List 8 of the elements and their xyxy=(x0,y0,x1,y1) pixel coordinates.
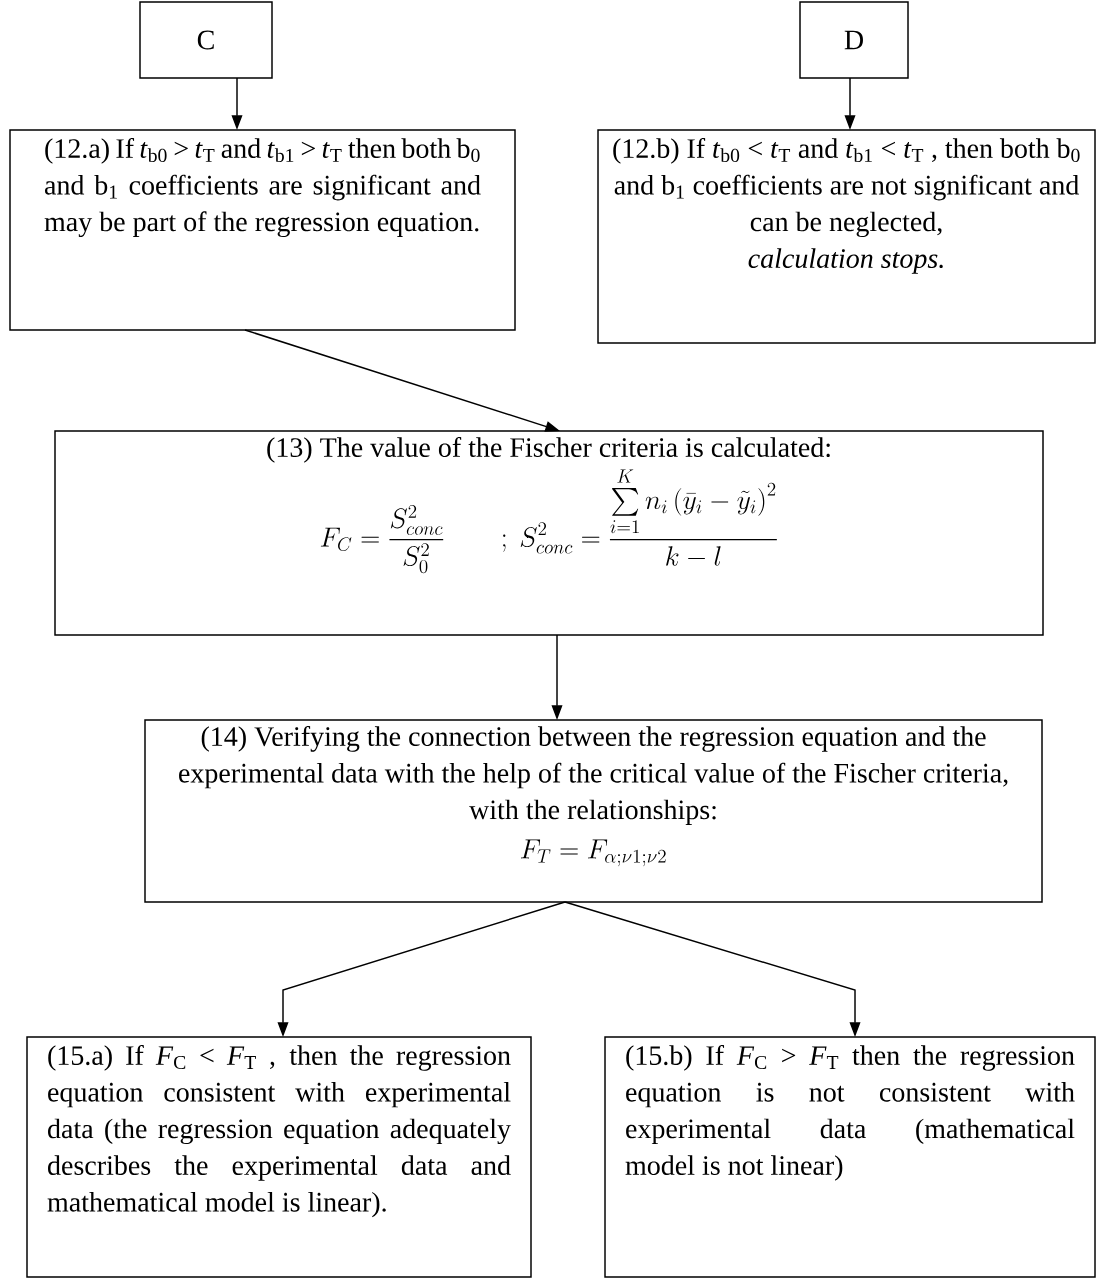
result-box: (15.a) If F$_{C}$ < F$_{T}$ , then the regression equation consistent with experimental data (the regression equation adequately describes the experimental data and mathematical model is linear). xyxy=(26,1036,532,1278)
process-box: (13) The value of the Fischer criteria is calculated: $F_C = \frac{S^2_{conc}}{S^2_0} \qquad ;\ S^2_{conc} = \frac{\sum\limits_{i=1}^{K} n_i\left(\bar{y}_i - \tilde{y}_i\right)^2}{k-l}$ xyxy=(54,430,1044,636)
letter-box: C xyxy=(139,1,273,79)
result-box: (15.b) If F$_{C}$ > F$_{T}$ then the regression equation is not consistent with experimental data (mathematical model is not linear) xyxy=(604,1036,1096,1278)
letter-box: D xyxy=(799,1,909,79)
process-box: (14) Verifying the connection between the regression equation and the experimental data with the help of the critical value of the Fischer criteria, with the relationships: $F_T = F_{\alpha;\nu 1;\nu 2}$ xyxy=(144,719,1043,903)
condition-box: (12.a) If t$_{b0}$ > t$_{T}$ and t$_{b1}$ > t$_{T}$ then both b$_{0}$ and b$_{1}$ coefficients are significant and may be part of the regression equation. xyxy=(9,129,516,331)
condition-box: (12.b) If t$_{b0}$ < t$_{T}$ and t$_{b1}$ < t$_{T}$ , then both b$_{0}$ and b$_{1}$ coefficients are not significant and can be neglected, calculation stops. xyxy=(597,129,1096,344)
